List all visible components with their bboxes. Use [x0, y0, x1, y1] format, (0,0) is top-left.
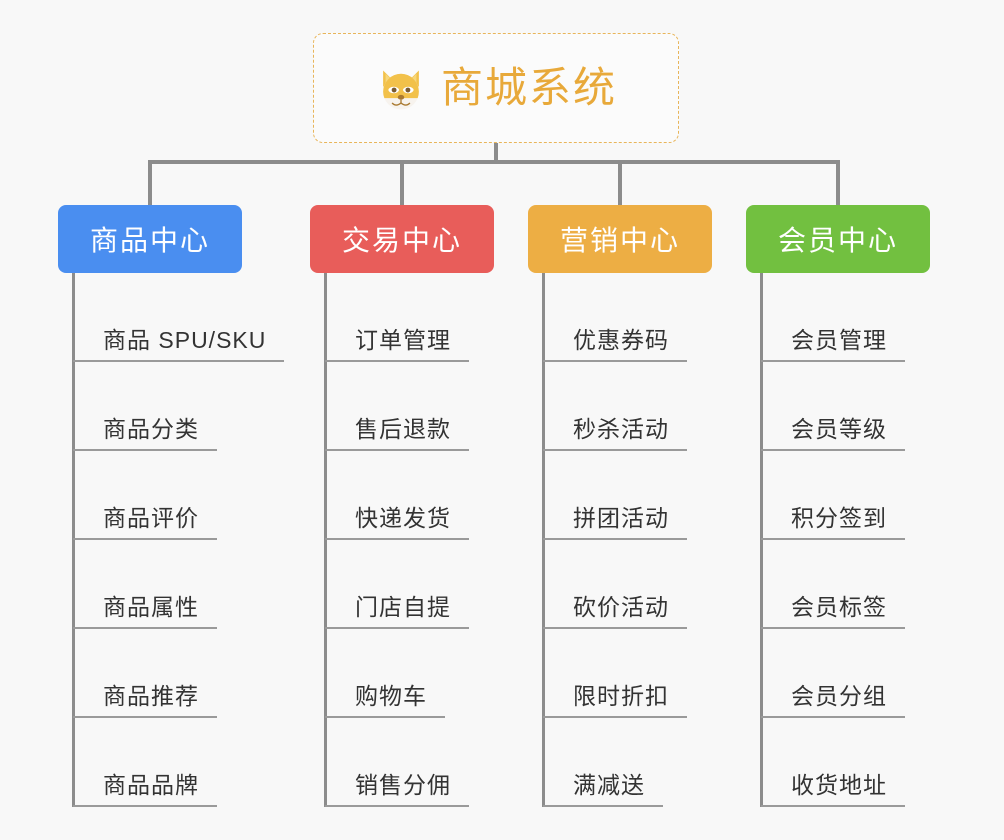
leaf-label: 砍价活动 — [573, 593, 669, 620]
branch-product-center: 商品中心 商品 SPU/SKU 商品分类 商品评价 商品属性 商品推荐 商品品牌 — [58, 205, 285, 807]
category-header-product-center[interactable]: 商品中心 — [58, 205, 242, 273]
leaf-item[interactable]: 快递发货 — [310, 451, 494, 540]
leaf-label: 积分签到 — [791, 504, 887, 531]
leaf-label: 商品推荐 — [103, 682, 199, 709]
leaf-list-member-center: 会员管理 会员等级 积分签到 会员标签 会员分组 收货地址 — [746, 273, 930, 807]
connector-drop-member-center — [836, 160, 840, 205]
leaf-item[interactable]: 商品分类 — [58, 362, 242, 451]
leaf-item[interactable]: 收货地址 — [746, 718, 930, 807]
leaf-label: 购物车 — [355, 682, 427, 709]
leaf-list-product-center: 商品 SPU/SKU 商品分类 商品评价 商品属性 商品推荐 商品品牌 — [58, 273, 285, 807]
leaf-label: 售后退款 — [355, 415, 451, 442]
leaf-label: 拼团活动 — [573, 504, 669, 531]
leaf-label: 会员标签 — [791, 593, 887, 620]
leaf-item[interactable]: 购物车 — [310, 629, 494, 718]
root-title: 商城系统 — [440, 64, 617, 111]
leaf-item[interactable]: 优惠券码 — [528, 273, 712, 362]
leaf-label: 商品品牌 — [103, 771, 199, 798]
leaf-item[interactable]: 积分签到 — [746, 451, 930, 540]
leaf-item[interactable]: 满减送 — [528, 718, 712, 807]
leaf-item[interactable]: 售后退款 — [310, 362, 494, 451]
leaf-label: 会员等级 — [791, 415, 887, 442]
leaf-item[interactable]: 会员标签 — [746, 540, 930, 629]
leaf-item[interactable]: 商品品牌 — [58, 718, 242, 807]
leaf-list-trade-center: 订单管理 售后退款 快递发货 门店自提 购物车 销售分佣 — [310, 273, 494, 807]
leaf-item[interactable]: 会员管理 — [746, 273, 930, 362]
branch-marketing-center: 营销中心 优惠券码 秒杀活动 拼团活动 砍价活动 限时折扣 满减送 — [528, 205, 712, 807]
category-label: 营销中心 — [559, 225, 680, 256]
branch-spine — [760, 273, 763, 807]
category-header-member-center[interactable]: 会员中心 — [746, 205, 930, 273]
leaf-label: 商品 SPU/SKU — [103, 326, 267, 353]
leaf-item[interactable]: 订单管理 — [310, 273, 494, 362]
category-label: 交易中心 — [341, 225, 462, 256]
connector-root-stem — [494, 143, 498, 164]
leaf-item[interactable]: 商品推荐 — [58, 629, 242, 718]
leaf-label: 订单管理 — [355, 326, 451, 353]
leaf-item[interactable]: 会员等级 — [746, 362, 930, 451]
connector-drop-marketing-center — [618, 160, 622, 205]
leaf-item[interactable]: 销售分佣 — [310, 718, 494, 807]
leaf-label: 销售分佣 — [355, 771, 451, 798]
leaf-label: 优惠券码 — [573, 326, 669, 353]
leaf-label: 商品分类 — [103, 415, 199, 442]
branch-member-center: 会员中心 会员管理 会员等级 积分签到 会员标签 会员分组 收货地址 — [746, 205, 930, 807]
branch-trade-center: 交易中心 订单管理 售后退款 快递发货 门店自提 购物车 销售分佣 — [310, 205, 494, 807]
leaf-label: 收货地址 — [791, 771, 887, 798]
leaf-label: 秒杀活动 — [573, 415, 669, 442]
branch-spine — [324, 273, 327, 807]
leaf-label: 会员分组 — [791, 682, 887, 709]
connector-drop-product-center — [148, 160, 152, 205]
category-header-marketing-center[interactable]: 营销中心 — [528, 205, 712, 273]
leaf-item[interactable]: 商品 SPU/SKU — [58, 273, 285, 362]
connector-drop-trade-center — [400, 160, 404, 205]
leaf-label: 商品属性 — [103, 593, 199, 620]
category-header-trade-center[interactable]: 交易中心 — [310, 205, 494, 273]
leaf-item[interactable]: 限时折扣 — [528, 629, 712, 718]
leaf-item[interactable]: 拼团活动 — [528, 451, 712, 540]
leaf-item[interactable]: 会员分组 — [746, 629, 930, 718]
branch-spine — [72, 273, 75, 807]
branch-spine — [542, 273, 545, 807]
leaf-item[interactable]: 商品属性 — [58, 540, 242, 629]
leaf-label: 门店自提 — [355, 593, 451, 620]
leaf-label: 商品评价 — [103, 504, 199, 531]
shiba-dog-face-icon — [375, 64, 427, 116]
leaf-label: 限时折扣 — [573, 682, 669, 709]
leaf-item[interactable]: 秒杀活动 — [528, 362, 712, 451]
category-label: 会员中心 — [777, 225, 898, 256]
leaf-item[interactable]: 商品评价 — [58, 451, 242, 540]
leaf-label: 满减送 — [573, 771, 645, 798]
leaf-label: 会员管理 — [791, 326, 887, 353]
connector-horizontal-bus — [148, 160, 840, 164]
leaf-list-marketing-center: 优惠券码 秒杀活动 拼团活动 砍价活动 限时折扣 满减送 — [528, 273, 712, 807]
root-node[interactable]: 商城系统 — [313, 33, 679, 143]
leaf-label: 快递发货 — [355, 504, 451, 531]
category-label: 商品中心 — [89, 225, 210, 256]
leaf-item[interactable]: 砍价活动 — [528, 540, 712, 629]
leaf-item[interactable]: 门店自提 — [310, 540, 494, 629]
